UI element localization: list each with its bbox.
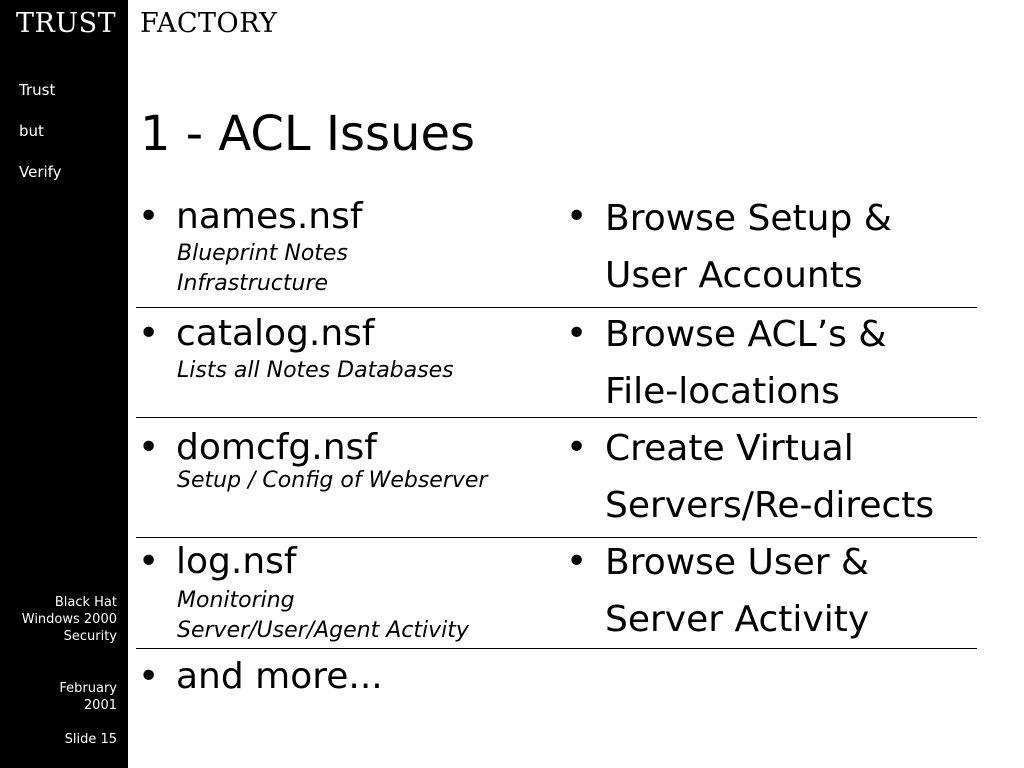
list-item: • and more... (136, 649, 977, 709)
and-more-text: and more... (176, 656, 383, 697)
file-name: names.nsf (176, 196, 363, 237)
bullet-left: • (138, 656, 160, 697)
file-desc-line-1: Setup / Config of Webserver (177, 468, 488, 493)
bullet-left: • (138, 427, 160, 468)
motto-trust: Trust (19, 81, 56, 99)
event-info: Black Hat Windows 2000 Security (22, 594, 117, 645)
file-desc-line-1: Blueprint Notes (177, 241, 348, 266)
file-desc-line-2: Infrastructure (177, 271, 329, 296)
action-line-2: Servers/Re-directs (605, 485, 935, 526)
table-row: • log.nsf Monitoring Server/User/Agent A… (136, 538, 977, 649)
event-line-2: Windows 2000 (21, 612, 117, 627)
bullet-right: • (566, 313, 588, 354)
file-name: domcfg.nsf (176, 427, 377, 468)
file-desc-line-1: Monitoring (177, 588, 295, 613)
bullet-left: • (138, 541, 160, 582)
action-line-2: Server Activity (605, 599, 870, 640)
action-line-1: Create Virtual (605, 428, 854, 469)
event-line-3: Security (63, 629, 117, 644)
action-line-1: Browse ACL’s & (605, 314, 887, 355)
event-line-1: Black Hat (54, 595, 117, 610)
file-desc-line-2: Server/User/Agent Activity (177, 618, 469, 643)
brand-trust: TRUST (16, 8, 117, 39)
brand-factory: FACTORY (140, 8, 278, 39)
action-line-1: Browse Setup & (605, 198, 892, 239)
bullet-right: • (566, 196, 588, 237)
table-row: • names.nsf Blueprint Notes Infrastructu… (136, 193, 977, 308)
bullet-right: • (566, 541, 588, 582)
action-line-2: File-locations (605, 371, 840, 412)
file-name: log.nsf (176, 541, 297, 582)
date-info: February 2001 (59, 680, 117, 714)
action-line-1: Browse User & (605, 542, 870, 583)
motto-verify: Verify (19, 163, 62, 181)
bullet-right: • (566, 427, 588, 468)
motto-but: but (19, 122, 44, 140)
file-desc-line-1: Lists all Notes Databases (177, 358, 454, 383)
date-month: February (59, 681, 117, 696)
table-row: • domcfg.nsf Setup / Config of Webserver… (136, 418, 977, 538)
slide-title: 1 - ACL Issues (140, 106, 476, 162)
bullet-left: • (138, 313, 160, 354)
slide-number: Slide 15 (64, 732, 117, 747)
bullet-left: • (138, 196, 160, 237)
sidebar: TRUST Trust but Verify Black Hat Windows… (0, 0, 128, 768)
action-line-2: User Accounts (605, 255, 863, 296)
table-row: • catalog.nsf Lists all Notes Databases … (136, 308, 977, 418)
file-name: catalog.nsf (176, 313, 375, 354)
date-year: 2001 (83, 698, 117, 713)
